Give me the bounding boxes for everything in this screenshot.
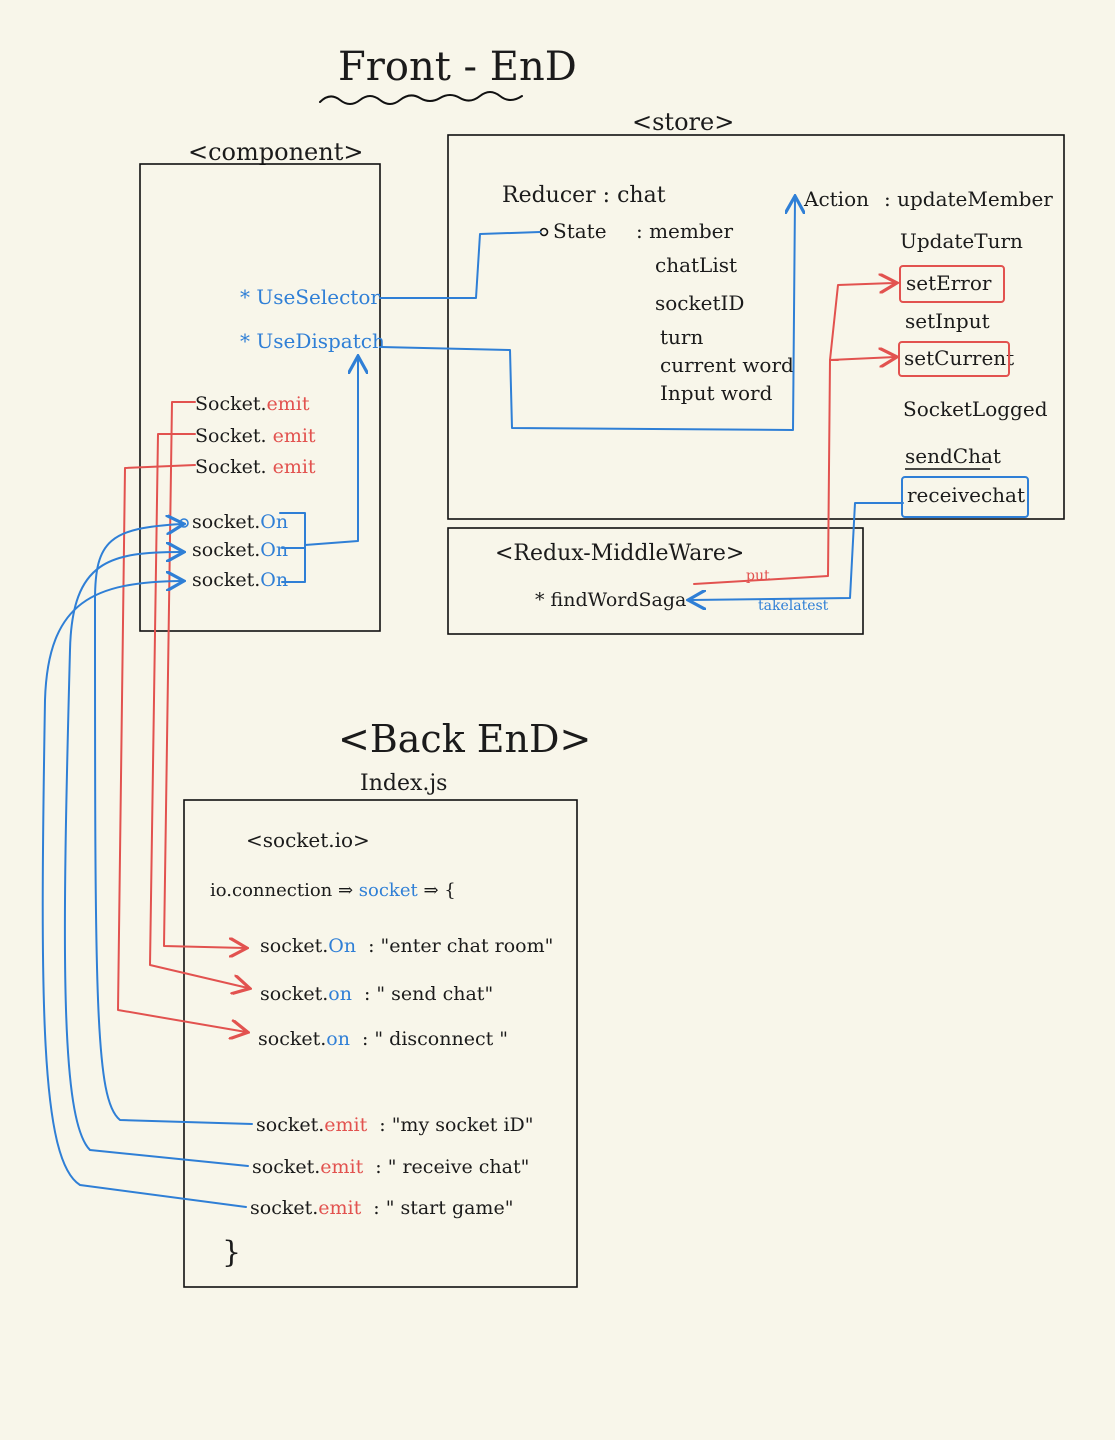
receive-chat-highlight bbox=[901, 476, 1029, 518]
backend-on-3: socket.on : " disconnect " bbox=[258, 1028, 508, 1050]
component-emit-2: Socket. emit bbox=[195, 425, 316, 447]
on-obj: socket. bbox=[192, 569, 260, 591]
emit-method: emit bbox=[267, 393, 310, 415]
on-method: On bbox=[260, 511, 288, 533]
component-label: <component> bbox=[188, 138, 363, 166]
middleware-label: <Redux-MiddleWare> bbox=[495, 541, 744, 566]
component-on-1: socket.On bbox=[192, 511, 288, 533]
emit-obj: socket. bbox=[250, 1197, 318, 1219]
emit-method: emit bbox=[320, 1156, 363, 1178]
backend-on-1: socket.On : "enter chat room" bbox=[260, 935, 553, 957]
closing-brace: } bbox=[222, 1235, 241, 1270]
wire-takelatest bbox=[690, 502, 904, 600]
on-method: On bbox=[260, 569, 288, 591]
component-emit-1: Socket.emit bbox=[195, 393, 310, 415]
action-update-turn: UpdateTurn bbox=[900, 229, 1023, 253]
state-dot bbox=[539, 227, 549, 237]
action-receive-chat: receivechat bbox=[907, 483, 1025, 507]
connection-socket: socket bbox=[359, 880, 419, 901]
state-item-turn: turn bbox=[660, 325, 703, 349]
on-obj: socket. bbox=[192, 539, 260, 561]
backend-box bbox=[183, 799, 578, 1288]
backend-emit-3: socket.emit : " start game" bbox=[250, 1197, 513, 1219]
emit-obj: Socket. bbox=[195, 425, 273, 447]
backend-emit-1: socket.emit : "my socket iD" bbox=[256, 1114, 534, 1136]
action-send-chat: sendChat bbox=[905, 444, 1001, 468]
socketio-label: <socket.io> bbox=[246, 828, 370, 852]
emit-obj: socket. bbox=[252, 1156, 320, 1178]
emit-obj: Socket. bbox=[195, 456, 273, 478]
on-method: on bbox=[328, 983, 352, 1005]
wire-emit-3-disconnect bbox=[117, 464, 246, 1032]
state-item-chatlist: chatList bbox=[655, 253, 737, 277]
wire-useselector-state bbox=[379, 231, 541, 299]
emit-method: emit bbox=[324, 1114, 367, 1136]
saga-label: * findWordSaga bbox=[535, 589, 686, 611]
wire-emit-2-send-chat bbox=[149, 433, 248, 988]
component-on-3: socket.On bbox=[192, 569, 288, 591]
state-label: State bbox=[553, 219, 607, 243]
takelatest-label: takelatest bbox=[758, 598, 829, 614]
action-set-current: setCurrent bbox=[904, 346, 1014, 370]
store-label: <store> bbox=[632, 108, 734, 136]
state-item-input-word: Input word bbox=[660, 381, 773, 405]
action-socket-logged: SocketLogged bbox=[903, 397, 1048, 421]
wire-emit-1-enter-chat bbox=[163, 401, 245, 948]
action-set-input: setInput bbox=[905, 309, 990, 333]
wire-on-group-dispatch bbox=[304, 358, 358, 546]
emit-method: emit bbox=[318, 1197, 361, 1219]
connection-suffix: ⇒ { bbox=[418, 880, 456, 901]
on-event: : " send chat" bbox=[364, 983, 493, 1005]
on-dot-1 bbox=[179, 518, 189, 528]
wire-put-set-error bbox=[829, 283, 895, 361]
middleware-box bbox=[447, 527, 864, 635]
emit-event: : " start game" bbox=[373, 1197, 513, 1219]
wire-my-socket-id bbox=[94, 524, 253, 1125]
state-item-socketid: socketID bbox=[655, 291, 744, 315]
component-emit-3: Socket. emit bbox=[195, 456, 316, 478]
title-underline bbox=[319, 91, 523, 105]
action-update-member: : updateMember bbox=[884, 187, 1053, 211]
wire-receive-chat bbox=[63, 552, 249, 1167]
state-item-member: : member bbox=[636, 219, 734, 243]
emit-event: : " receive chat" bbox=[375, 1156, 529, 1178]
backend-emit-2: socket.emit : " receive chat" bbox=[252, 1156, 529, 1178]
emit-obj: socket. bbox=[256, 1114, 324, 1136]
wire-put-set-current bbox=[829, 357, 895, 360]
backend-title: <Back EnD> bbox=[338, 717, 591, 761]
emit-event: : "my socket iD" bbox=[379, 1114, 533, 1136]
store-box bbox=[447, 134, 1065, 520]
on-obj: socket. bbox=[260, 983, 328, 1005]
action-label: Action bbox=[803, 187, 869, 211]
use-selector-label: * UseSelector bbox=[240, 285, 380, 309]
on-event: : "enter chat room" bbox=[368, 935, 553, 957]
wire-usedispatch-action bbox=[379, 198, 795, 431]
emit-obj: Socket. bbox=[195, 393, 267, 415]
on-method: On bbox=[328, 935, 356, 957]
use-dispatch-label: * UseDispatch bbox=[240, 329, 385, 353]
on-method: On bbox=[260, 539, 288, 561]
component-box bbox=[139, 163, 381, 632]
state-item-current-word: current word bbox=[660, 353, 794, 377]
diagram-title: Front - EnD bbox=[338, 44, 577, 90]
on-method: on bbox=[326, 1028, 350, 1050]
on-obj: socket. bbox=[192, 511, 260, 533]
action-set-error: setError bbox=[906, 271, 992, 295]
emit-method: emit bbox=[273, 456, 316, 478]
set-error-highlight bbox=[899, 265, 1005, 303]
io-connection-line: io.connection ⇒ socket ⇒ { bbox=[210, 880, 456, 901]
on-obj: socket. bbox=[258, 1028, 326, 1050]
on-obj: socket. bbox=[260, 935, 328, 957]
on-event: : " disconnect " bbox=[362, 1028, 508, 1050]
reducer-label: Reducer : chat bbox=[502, 183, 666, 208]
emit-method: emit bbox=[273, 425, 316, 447]
backend-on-2: socket.on : " send chat" bbox=[260, 983, 493, 1005]
component-on-2: socket.On bbox=[192, 539, 288, 561]
on-group-bracket bbox=[279, 512, 306, 583]
wire-start-game bbox=[41, 581, 247, 1208]
connection-prefix: io.connection ⇒ bbox=[210, 880, 359, 901]
backend-file: Index.js bbox=[360, 771, 447, 796]
